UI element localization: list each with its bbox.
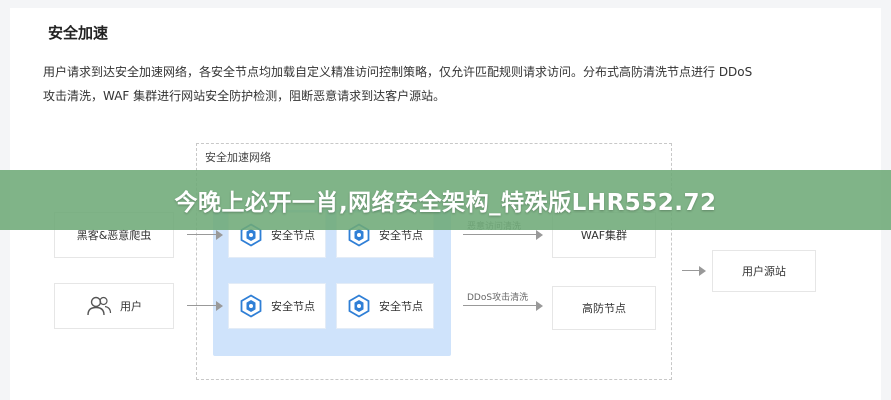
high-defense-node: 高防节点 <box>552 286 656 330</box>
security-node-label: 安全节点 <box>379 300 423 313</box>
hexagon-shield-icon <box>348 294 370 318</box>
hexagon-shield-icon <box>240 294 262 318</box>
security-node-label: 安全节点 <box>271 300 315 313</box>
arrow-right-icon <box>187 301 223 311</box>
attacker-label: 黑客&恶意爬虫 <box>76 229 152 242</box>
security-node-label: 安全节点 <box>379 229 423 242</box>
origin-label: 用户源站 <box>742 265 786 278</box>
arrow-right-icon <box>463 230 543 240</box>
banner-text: 今晚上必开一肖,网络安全架构_特殊版LHR552.72 <box>174 190 717 216</box>
section-description: 用户请求到达安全加速网络，各安全节点均加载自定义精准访问控制策略，仅允许匹配规则… <box>43 60 833 108</box>
origin-node: 用户源站 <box>712 250 816 292</box>
arrow-right-icon <box>463 301 543 311</box>
arrow-right-icon <box>187 230 223 240</box>
security-node-label: 安全节点 <box>271 229 315 242</box>
high-defense-label: 高防节点 <box>582 302 626 315</box>
overlay-banner: 今晚上必开一肖,网络安全架构_特殊版LHR552.72 <box>0 170 891 230</box>
ddos-clean-label: DDoS攻击清洗 <box>467 293 529 303</box>
description-line-1: 用户请求到达安全加速网络，各安全节点均加载自定义精准访问控制策略，仅允许匹配规则… <box>43 65 753 79</box>
user-group-icon <box>87 296 112 316</box>
user-label: 用户 <box>120 300 142 313</box>
security-node: 安全节点 <box>336 283 434 329</box>
acceleration-network-boundary <box>196 143 672 380</box>
hexagon-shield-icon <box>240 223 262 247</box>
network-region-label: 安全加速网络 <box>205 151 271 164</box>
waf-label: WAF集群 <box>580 229 628 242</box>
hexagon-shield-icon <box>348 223 370 247</box>
arrow-right-icon <box>682 266 706 276</box>
description-line-2: 攻击清洗，WAF 集群进行网站安全防护检测，阻断恶意请求到达客户源站。 <box>43 89 446 103</box>
security-node: 安全节点 <box>228 283 326 329</box>
section-title: 安全加速 <box>48 24 109 42</box>
user-node: 用户 <box>54 283 174 329</box>
